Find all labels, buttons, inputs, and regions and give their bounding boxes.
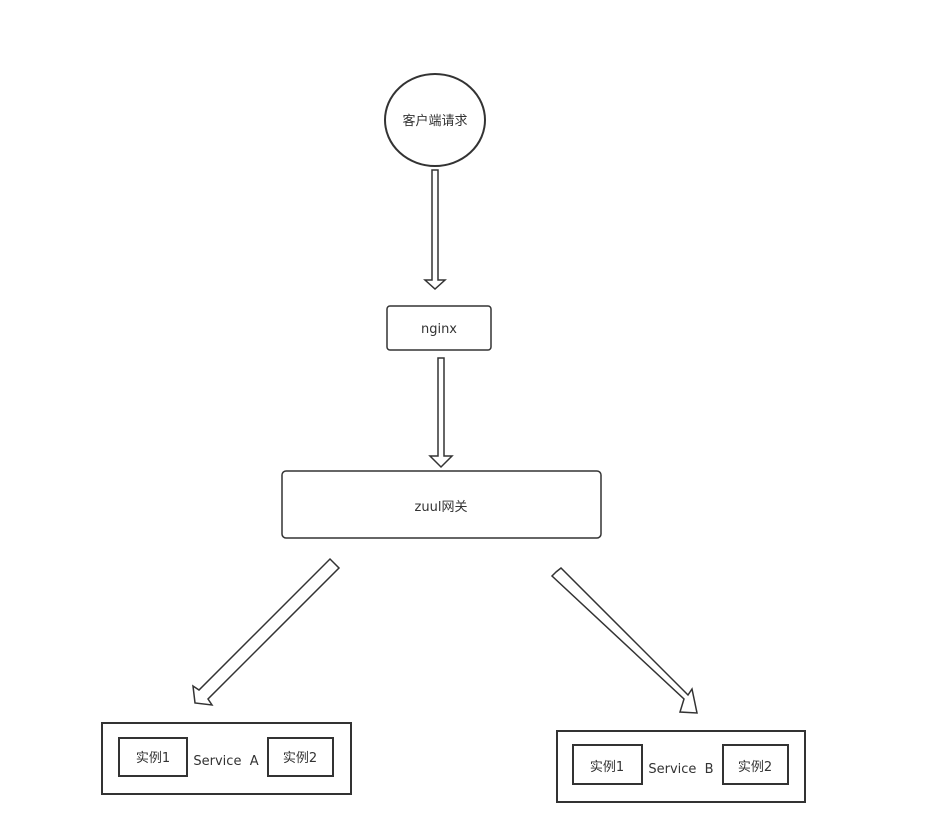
service-a-label: Service A (193, 754, 258, 769)
service-a-node[interactable]: 实例1 Service A 实例2 (101, 722, 352, 795)
gateway-box (281, 470, 602, 539)
gateway-label: zuul网关 (415, 500, 468, 515)
arrow-gateway-to-service-b (550, 566, 698, 714)
client-circle (384, 73, 486, 167)
service-a-instance1-box[interactable] (118, 737, 188, 777)
client-label: 客户端请求 (402, 113, 467, 129)
service-a-instance1-label: 实例1 (136, 751, 170, 766)
service-a-instance2-label: 实例2 (283, 751, 317, 766)
arrow-gateway-to-service-a (192, 557, 341, 706)
nginx-box (386, 305, 492, 351)
client-node[interactable]: 客户端请求 (384, 73, 486, 167)
arrow-nginx-to-gateway (428, 357, 454, 469)
service-a-instance2-box[interactable] (267, 737, 334, 777)
arrow-client-to-nginx (423, 169, 447, 291)
nginx-label: nginx (421, 322, 457, 337)
service-b-instance2-box[interactable] (722, 744, 789, 785)
gateway-node[interactable]: zuul网关 (281, 470, 602, 539)
service-b-label: Service B (648, 762, 713, 777)
service-b-instance1-label: 实例1 (590, 760, 624, 775)
service-b-instance1-box[interactable] (572, 744, 643, 785)
nginx-node[interactable]: nginx (386, 305, 492, 351)
service-b-node[interactable]: 实例1 Service B 实例2 (556, 730, 806, 803)
service-b-instance2-label: 实例2 (738, 760, 772, 775)
